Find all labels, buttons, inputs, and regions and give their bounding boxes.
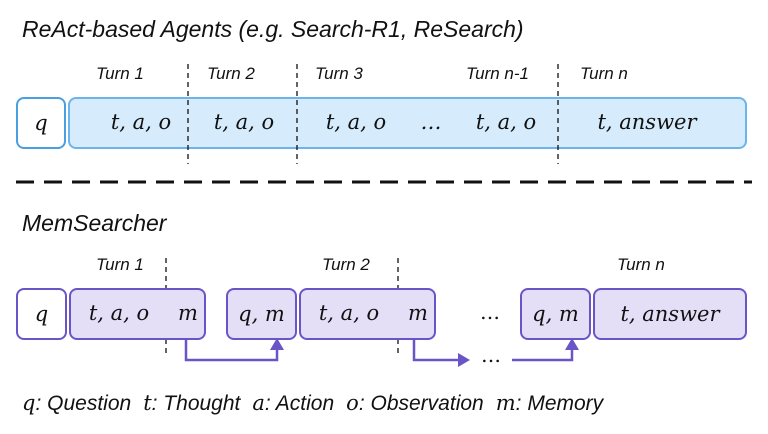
legend-q-label: : Question	[35, 392, 132, 415]
mem-turn-2-tao: t, a, o	[318, 301, 380, 325]
legend-t-symbol: t	[143, 391, 152, 415]
react-turn-n-1-label: Turn n-1	[466, 64, 529, 83]
legend-a-symbol: a	[252, 391, 265, 415]
mem-turn-1-box: t, a, o m	[69, 288, 206, 340]
memory-arrow-1	[184, 340, 279, 362]
legend-q-symbol: q	[22, 391, 36, 415]
memory-arrow-3	[512, 348, 574, 362]
mem-question-text: q	[34, 302, 49, 326]
memory-arrow-2	[412, 340, 460, 362]
react-question-box: q	[16, 97, 66, 149]
mem-turn-1-label: Turn 1	[96, 255, 144, 274]
memory-arrow-3-head	[565, 338, 579, 350]
mem-turn-n-label: Turn n	[617, 255, 665, 274]
react-segment-2: t, a, o	[213, 110, 275, 134]
react-segment-n: t, answer	[597, 110, 697, 134]
mem-turn-2-label: Turn 2	[322, 255, 370, 274]
react-title: ReAct-based Agents (e.g. Search-R1, ReSe…	[22, 16, 524, 42]
mem-ellipsis-bottom: …	[481, 343, 501, 367]
memsearcher-title: MemSearcher	[22, 210, 167, 236]
mem-turn-2-box: t, a, o m	[299, 288, 436, 340]
mem-ellipsis-top: …	[480, 300, 500, 324]
mem-turn-2-memory: m	[408, 301, 428, 325]
react-segment-n-1: t, a, o	[475, 110, 537, 134]
react-ellipsis: …	[420, 110, 442, 134]
legend-a-label: : Action	[264, 392, 335, 415]
memory-arrow-1-head	[270, 338, 284, 350]
react-trajectory-bar: t, a, o t, a, o t, a, o … t, a, o t, ans…	[68, 97, 747, 149]
legend-o-label: : Observation	[358, 392, 484, 415]
mem-turn-n-input-box: q, m	[520, 288, 591, 340]
react-turn-2-label: Turn 2	[207, 64, 255, 83]
react-turn-3-label: Turn 3	[315, 64, 363, 83]
mem-turn-2-qm: q, m	[238, 302, 285, 326]
legend-m-label: : Memory	[515, 392, 604, 415]
react-segment-3: t, a, o	[325, 110, 387, 134]
react-segment-1: t, a, o	[110, 110, 172, 134]
mem-question-box: q	[16, 288, 67, 340]
react-turn-n-label: Turn n	[580, 64, 628, 83]
memory-arrow-2-head	[458, 353, 470, 367]
legend-o-symbol: o	[346, 391, 359, 415]
mem-turn-n-qm: q, m	[532, 302, 579, 326]
mem-turn-n-answer: t, answer	[620, 302, 720, 326]
react-turn-1-label: Turn 1	[96, 64, 144, 83]
mem-turn-n-box: t, answer	[593, 288, 747, 340]
mem-turn-1-tao: t, a, o	[88, 301, 150, 325]
react-question-text: q	[34, 111, 48, 135]
mem-turn-1-memory: m	[178, 301, 198, 325]
legend-m-symbol: m	[495, 391, 516, 415]
legend-t-label: : Thought	[151, 392, 241, 415]
mem-turn-2-input-box: q, m	[226, 288, 297, 340]
legend: q: Question t: Thought a: Action o: Observa…	[22, 391, 603, 416]
